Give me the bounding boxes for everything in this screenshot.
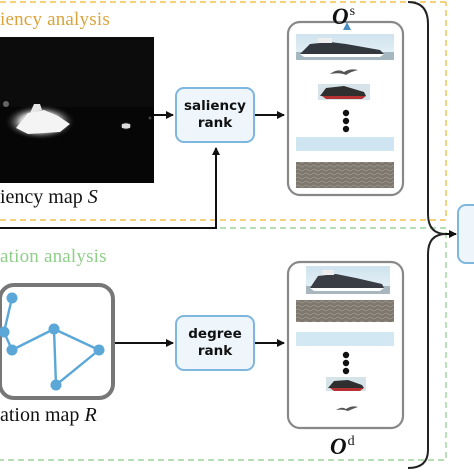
ellipsis-dots-icon <box>342 109 350 133</box>
sea-patch-icon <box>296 300 394 322</box>
relation-map-label: ation map R <box>0 404 97 426</box>
degree-rank-label-line2: rank <box>197 343 233 359</box>
degree-output-label: Od <box>330 434 355 459</box>
sea-patch-icon <box>296 162 394 188</box>
bird-thumbnail-icon <box>336 406 358 411</box>
ship-thumbnail-icon <box>296 34 394 60</box>
relation-map-graph <box>0 283 115 400</box>
relation-to-saliency-rank-arrow <box>0 147 220 229</box>
relation-section-border <box>0 227 447 461</box>
degree-rank-box: degree rank <box>175 315 255 371</box>
degree-output-superscript: d <box>347 434 355 449</box>
degree-rank-label-line1: degree <box>188 326 242 342</box>
relation-section-title: ation analysis <box>0 246 107 267</box>
saliency-rank-label-line1: saliency <box>184 98 246 114</box>
ellipsis-dots-icon <box>342 351 350 375</box>
saliency-output-label: Os <box>332 4 356 29</box>
saliency-output-stack <box>286 20 405 197</box>
saliency-output-superscript: s <box>349 4 356 19</box>
sky-patch-icon <box>296 332 394 346</box>
saliency-section-title: iency analysis <box>0 9 110 30</box>
boat-thumbnail-icon <box>318 84 370 100</box>
saliency-map-image <box>0 37 154 183</box>
saliency-map-label: iency map S <box>0 186 98 208</box>
boat-thumbnail-icon <box>326 377 366 391</box>
sky-patch-icon <box>296 137 394 151</box>
saliency-rank-label-line2: rank <box>197 115 233 131</box>
saliency-rank-box: saliency rank <box>175 87 255 143</box>
merge-brace <box>407 1 447 469</box>
degree-output-stack <box>286 260 405 430</box>
bird-thumbnail-icon <box>330 69 358 75</box>
ship-thumbnail-icon <box>306 266 390 294</box>
next-stage-box <box>457 204 474 264</box>
